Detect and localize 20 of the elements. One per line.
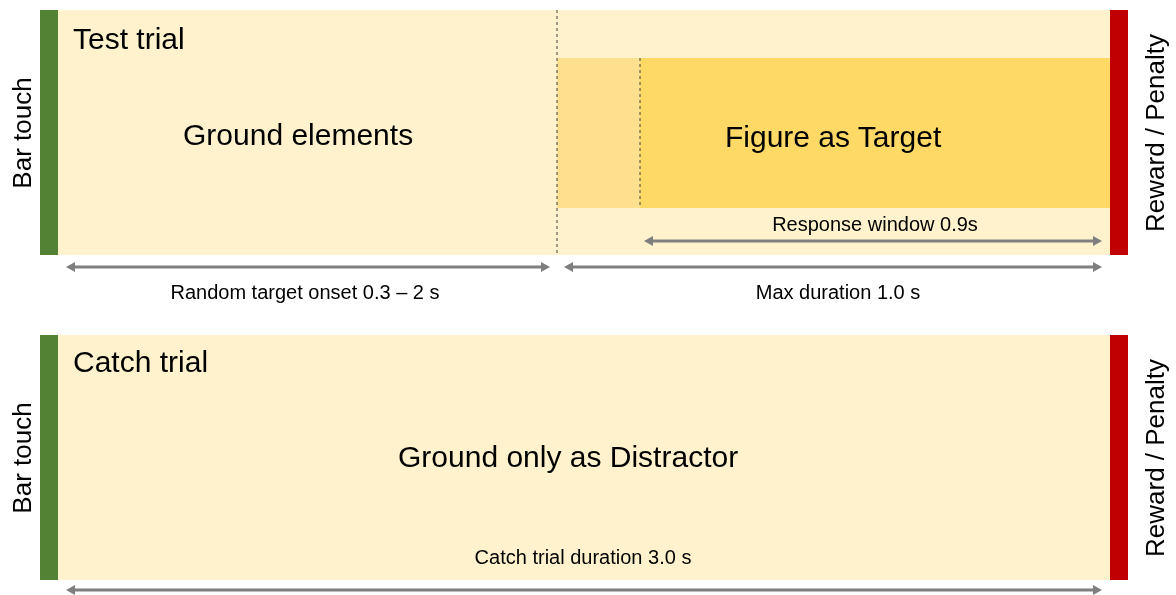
end-bar xyxy=(1110,335,1128,580)
phase-label: Ground elements xyxy=(183,118,414,151)
dimension-label: Response window 0.9s xyxy=(772,213,978,235)
side-label: Bar touch xyxy=(7,77,37,189)
trial-title: Test trial xyxy=(73,22,185,55)
stimulus-box xyxy=(557,58,1110,208)
side-label: Bar touch xyxy=(7,402,37,514)
trial-panel xyxy=(58,335,1110,580)
side-label: Reward / Penalty xyxy=(1140,34,1170,232)
trial-title: Catch trial xyxy=(73,345,209,378)
dimension-label: Random target onset 0.3 – 2 s xyxy=(170,281,440,303)
phase-label: Ground only as Distractor xyxy=(398,440,739,473)
start-bar xyxy=(40,335,58,580)
end-bar xyxy=(1110,10,1128,255)
side-label: Reward / Penalty xyxy=(1140,359,1170,557)
start-bar xyxy=(40,10,58,255)
dimension-label: Max duration 1.0 s xyxy=(755,281,921,303)
stimulus-label: Figure as Target xyxy=(725,120,942,153)
trial-panel xyxy=(58,10,1110,255)
dimension-label: Catch trial duration 3.0 s xyxy=(474,546,692,568)
